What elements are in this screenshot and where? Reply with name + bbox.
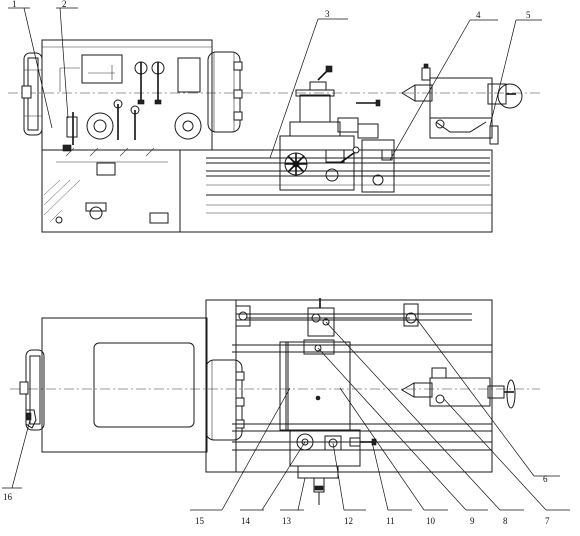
callout-15: 15 xyxy=(190,387,291,526)
callout-4: 4 xyxy=(389,10,498,161)
svg-text:3: 3 xyxy=(325,9,330,19)
callout-13: 13 xyxy=(280,477,306,526)
callout-2: 2 xyxy=(56,0,78,119)
svg-text:2: 2 xyxy=(62,0,67,9)
svg-text:14: 14 xyxy=(241,516,251,526)
callout-7: 7 xyxy=(443,398,570,526)
svg-text:8: 8 xyxy=(503,516,508,526)
top-carriage xyxy=(279,339,351,431)
svg-text:6: 6 xyxy=(543,474,548,484)
callout-11: 11 xyxy=(371,441,412,526)
front-gear-cover xyxy=(207,51,243,133)
callout-10: 10 xyxy=(339,387,448,526)
callout-1: 1 xyxy=(8,0,53,129)
callout-5: 5 xyxy=(489,10,542,127)
front-tailstock xyxy=(401,63,523,145)
callout-16: 16 xyxy=(2,419,31,502)
top-cross-rail xyxy=(307,298,335,337)
top-headstock xyxy=(41,317,245,453)
svg-text:16: 16 xyxy=(3,492,13,502)
svg-text:10: 10 xyxy=(426,516,436,526)
svg-text:7: 7 xyxy=(545,516,550,526)
svg-text:11: 11 xyxy=(386,516,395,526)
svg-text:12: 12 xyxy=(344,516,353,526)
front-view: 1 2 3 4 5 xyxy=(8,0,542,233)
svg-text:15: 15 xyxy=(195,516,205,526)
callout-3: 3 xyxy=(269,9,348,159)
callout-6: 6 xyxy=(415,317,560,484)
front-chuck xyxy=(21,52,43,136)
front-bed xyxy=(179,149,493,233)
front-tool-post xyxy=(295,65,381,139)
svg-text:4: 4 xyxy=(476,10,481,20)
front-carriage xyxy=(279,121,360,191)
top-apron xyxy=(289,429,377,505)
svg-text:13: 13 xyxy=(282,516,292,526)
svg-text:5: 5 xyxy=(526,10,531,20)
svg-text:1: 1 xyxy=(12,0,17,9)
callout-9: 9 xyxy=(317,347,488,526)
front-headstock xyxy=(41,39,213,152)
top-chuck xyxy=(19,349,45,431)
callout-12: 12 xyxy=(332,442,366,526)
top-bed xyxy=(205,299,493,473)
top-view: 6 7 8 9 10 11 12 xyxy=(2,298,570,526)
front-slide-block xyxy=(361,139,395,193)
front-feed-box xyxy=(41,147,181,233)
top-tailstock xyxy=(401,367,516,409)
callout-14: 14 xyxy=(240,441,306,526)
callout-8: 8 xyxy=(325,321,524,526)
svg-text:9: 9 xyxy=(470,516,475,526)
